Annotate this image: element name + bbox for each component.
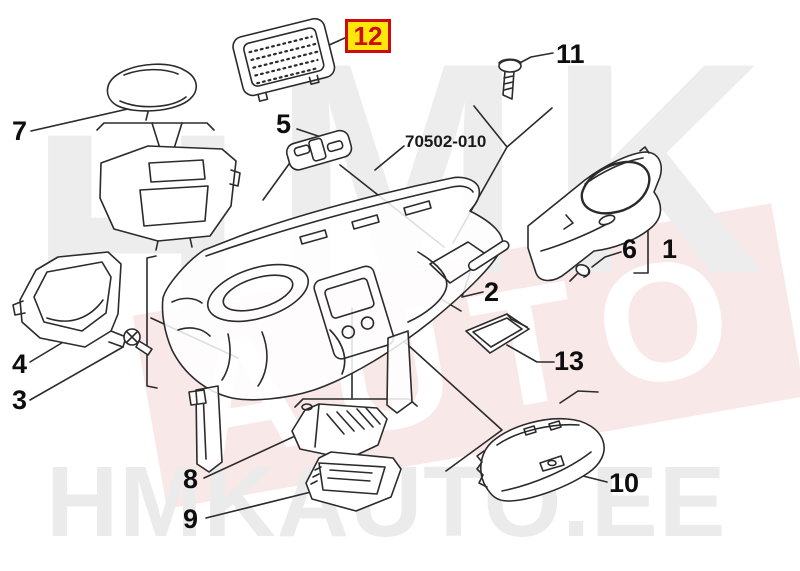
part-code-text: 70502-010: [405, 132, 487, 151]
part-10-glovebox-lid: [476, 417, 605, 502]
part-label-11: 11: [556, 39, 585, 69]
part-label-7: 7: [12, 116, 28, 146]
part-8-tray: [291, 403, 388, 460]
part-2-strip: [467, 240, 510, 271]
dashboard-body: [161, 176, 504, 473]
part-label-3: 3: [12, 385, 28, 415]
highlighted-part-label-12: 12: [345, 19, 391, 53]
part-13-mat: [465, 313, 530, 354]
part-11-screw-icon: [498, 58, 522, 100]
part-label-5: 5: [276, 109, 292, 139]
part-9-tray: [305, 451, 402, 512]
clip-part: [188, 389, 207, 406]
part-6-screw-icon: [569, 263, 591, 282]
part-12-tray: [232, 17, 336, 102]
part-label-8: 8: [183, 464, 199, 494]
part-label-4: 4: [12, 349, 28, 379]
part-label-1: 1: [662, 234, 678, 264]
part-label-13: 13: [554, 346, 585, 376]
part-7-cover: [106, 63, 197, 121]
part-label-9: 9: [183, 504, 199, 534]
part-5-bracket: [285, 129, 353, 171]
part-1-panel: [527, 146, 662, 282]
part-4-bin: [12, 251, 127, 348]
part-3-screw-icon: [123, 328, 153, 356]
part-label-2: 2: [484, 277, 500, 307]
part-label-10: 10: [609, 468, 640, 498]
part-label-6: 6: [622, 234, 638, 264]
console-bezel: [99, 145, 241, 251]
